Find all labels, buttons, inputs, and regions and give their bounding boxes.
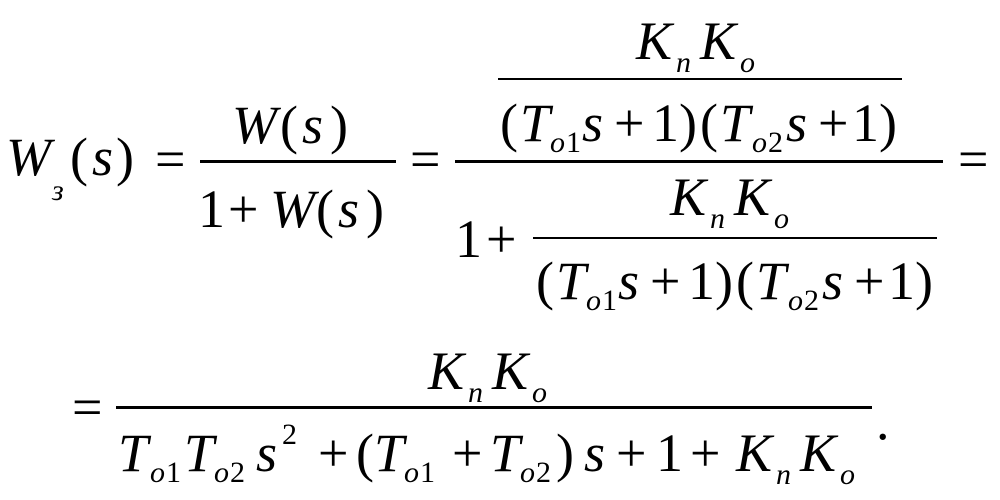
line2-bar bbox=[116, 406, 872, 409]
big-den-den-o1: o bbox=[586, 284, 601, 317]
lhs-W: W bbox=[6, 127, 51, 187]
big-top-den-T1: T bbox=[520, 93, 551, 153]
big-top-den-p2: ( bbox=[700, 93, 718, 153]
big-top-bar bbox=[498, 78, 902, 80]
line2-num-Ko: K bbox=[492, 341, 529, 401]
line2-period: . bbox=[876, 391, 890, 451]
frac1-den-s: s bbox=[338, 179, 360, 239]
line2-den-1: 1 bbox=[166, 456, 181, 489]
big-den-den-one2: 1) bbox=[888, 251, 933, 311]
lhs-arg-open: ( bbox=[70, 127, 88, 187]
line2-den-close: ) bbox=[556, 423, 574, 483]
big-top-Ko: K bbox=[700, 11, 737, 71]
eq-2: = bbox=[410, 129, 441, 189]
big-top-den-2: 2 bbox=[768, 126, 783, 159]
eq-1: = bbox=[155, 129, 186, 189]
line2-den-3: 1 bbox=[420, 456, 435, 489]
frac1-num-s: s bbox=[302, 95, 324, 155]
lhs-arg-close: ) bbox=[116, 127, 134, 187]
big-den-1: 1 bbox=[455, 209, 482, 269]
big-top-den-one2: 1) bbox=[852, 93, 897, 153]
lhs-arg-s: s bbox=[92, 127, 114, 187]
line2-num-o: o bbox=[532, 376, 547, 409]
line2-den-sq: 2 bbox=[282, 418, 297, 451]
big-main-bar bbox=[455, 160, 943, 163]
line2-num-n: n bbox=[468, 376, 483, 409]
line2-den-s2: s bbox=[584, 423, 606, 483]
big-top-den-p1: ( bbox=[500, 93, 518, 153]
line2-den-o4: o bbox=[520, 456, 535, 489]
big-den-den-plus1: + bbox=[650, 251, 681, 311]
eq-3: = bbox=[958, 129, 989, 189]
line2-eq: = bbox=[72, 377, 103, 437]
big-den-o-sub: o bbox=[774, 202, 789, 235]
line2-den-o: o bbox=[840, 458, 855, 491]
big-den-plus: + bbox=[486, 209, 517, 269]
line2-den-one: 1 bbox=[656, 423, 683, 483]
line2-den-paren: ( bbox=[356, 423, 374, 483]
big-top-den-plus2: + bbox=[818, 93, 849, 153]
big-den-den-one1: 1) bbox=[688, 251, 733, 311]
big-den-den-p2: ( bbox=[736, 251, 754, 311]
line2-den-Ko: K bbox=[800, 423, 837, 483]
big-den-den-plus2: + bbox=[854, 251, 885, 311]
big-den-Kn: K bbox=[670, 167, 707, 227]
big-den-den-T2: T bbox=[756, 251, 787, 311]
big-den-den-T1: T bbox=[556, 251, 587, 311]
big-top-den-s2: s bbox=[786, 93, 808, 153]
big-top-den-o2: o bbox=[752, 126, 767, 159]
frac1-den-open: ( bbox=[316, 179, 334, 239]
frac1-den-close: ) bbox=[366, 179, 384, 239]
big-top-den-o1: o bbox=[550, 126, 565, 159]
line2-den-o3: o bbox=[404, 456, 419, 489]
frac1-den-1: 1 bbox=[198, 179, 225, 239]
line2-den-plus2: + bbox=[452, 423, 483, 483]
lhs-sub-z: з bbox=[52, 174, 64, 207]
line2-den-2: 2 bbox=[230, 456, 245, 489]
line2-den-T2: T bbox=[184, 423, 215, 483]
line2-den-Kn: K bbox=[736, 423, 773, 483]
big-top-o-sub: o bbox=[740, 46, 755, 79]
frac1-num-open: ( bbox=[280, 95, 298, 155]
line2-den-o1: o bbox=[150, 456, 165, 489]
big-top-Kn: K bbox=[636, 11, 673, 71]
line2-den-plus1: + bbox=[318, 423, 349, 483]
big-den-den-2: 2 bbox=[804, 284, 819, 317]
line2-den-o2: o bbox=[214, 456, 229, 489]
frac1-num-close: ) bbox=[330, 95, 348, 155]
big-den-den-s2: s bbox=[822, 251, 844, 311]
big-den-n-sub: n bbox=[710, 202, 725, 235]
big-top-den-T2: T bbox=[720, 93, 751, 153]
big-den-bar bbox=[533, 237, 937, 239]
line2-den-T1: T bbox=[118, 423, 149, 483]
big-den-Ko: K bbox=[734, 167, 771, 227]
frac1-bar bbox=[200, 160, 396, 163]
big-top-den-s1: s bbox=[582, 93, 604, 153]
big-top-den-plus1: + bbox=[614, 93, 645, 153]
big-top-den-one1: 1) bbox=[652, 93, 697, 153]
big-den-den-p1: ( bbox=[536, 251, 554, 311]
frac1-den-plus: + bbox=[228, 179, 259, 239]
line2-den-s: s bbox=[256, 423, 278, 483]
big-den-den-o2: o bbox=[788, 284, 803, 317]
line2-den-plus3: + bbox=[616, 423, 647, 483]
frac1-num-W: W bbox=[232, 95, 277, 155]
big-den-den-1: 1 bbox=[602, 284, 617, 317]
frac1-den-W: W bbox=[270, 179, 315, 239]
line2-den-T4: T bbox=[490, 423, 521, 483]
big-top-n-sub: n bbox=[676, 46, 691, 79]
line2-den-n: n bbox=[776, 458, 791, 491]
big-den-den-s1: s bbox=[618, 251, 640, 311]
line2-num-Kn: K bbox=[428, 341, 465, 401]
line2-den-plus4: + bbox=[690, 423, 721, 483]
big-top-den-1: 1 bbox=[566, 126, 581, 159]
line2-den-4: 2 bbox=[536, 456, 551, 489]
line2-den-T3: T bbox=[374, 423, 405, 483]
